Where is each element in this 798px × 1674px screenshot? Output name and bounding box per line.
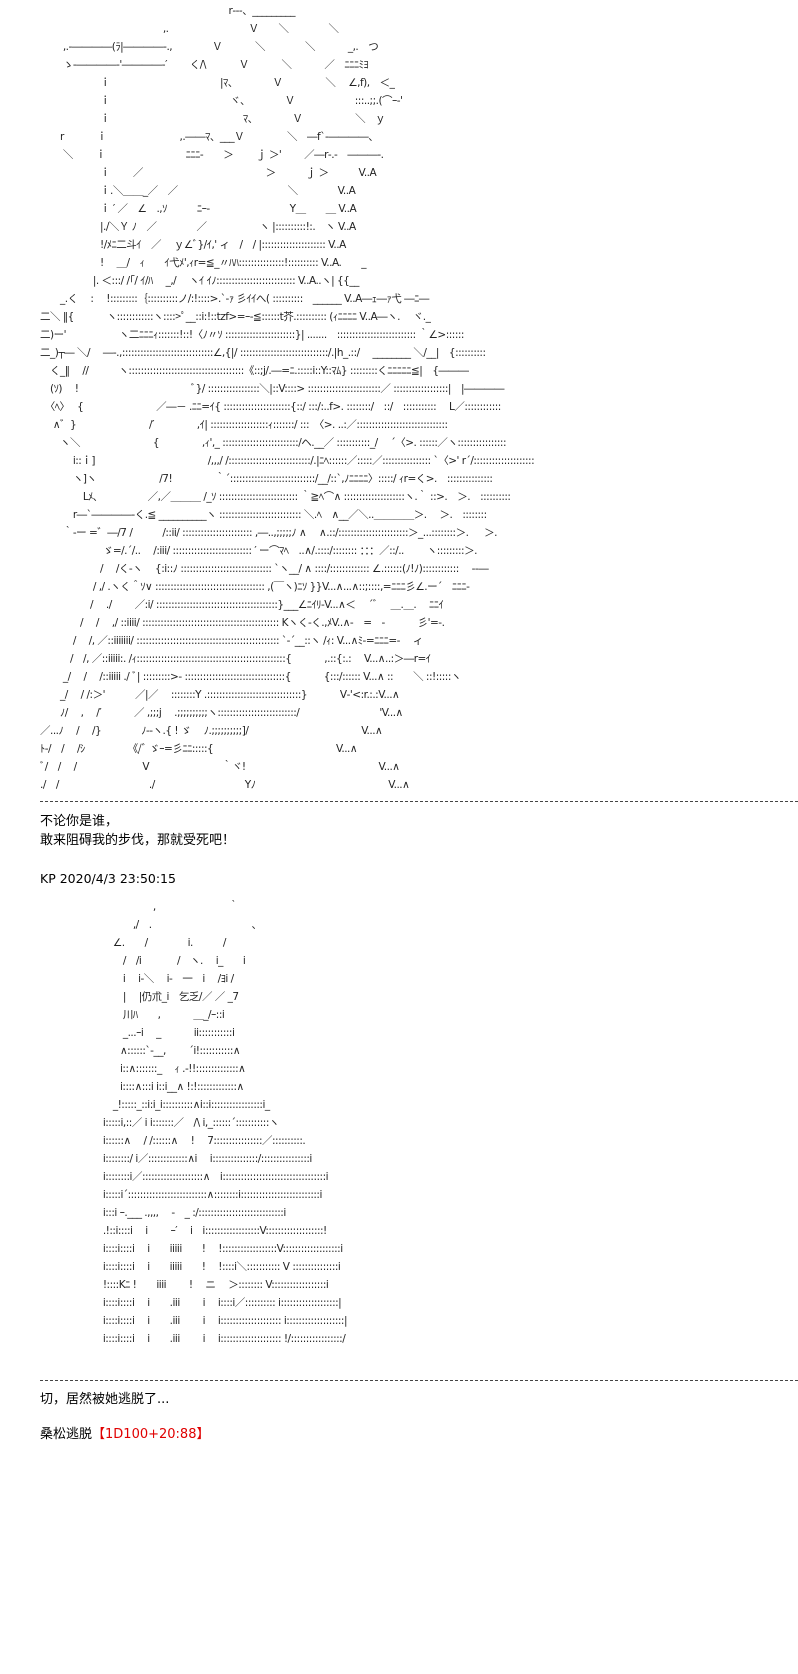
- separator: [40, 1380, 798, 1381]
- dice-roll-line: 桑松逃脱【1D100+20:88】: [40, 1425, 209, 1444]
- ascii-art-figure: , ｀ ,/ . 、 ∠. / i. / / /i / ヽ. i_ i i i-…: [102, 901, 348, 1345]
- separator: [40, 801, 798, 802]
- ascii-art-warrior: r‐--、_________ ,. Ｖ ＼ ＼ ,.-――――(ﾗ|――――-.…: [40, 5, 535, 791]
- dice-result: 【1D100+20:88】: [92, 1427, 210, 1442]
- dialogue-line: 切，居然被她逃脱了...: [40, 1392, 170, 1407]
- roll-label: 桑松逃脱: [40, 1427, 93, 1442]
- dialogue-line: 敢来阻碍我的步伐，那就受死吧！: [40, 833, 236, 848]
- dialogue-line: 不论你是谁，: [40, 814, 119, 829]
- post-header: KP 2020/4/3 23:50:15: [40, 871, 176, 886]
